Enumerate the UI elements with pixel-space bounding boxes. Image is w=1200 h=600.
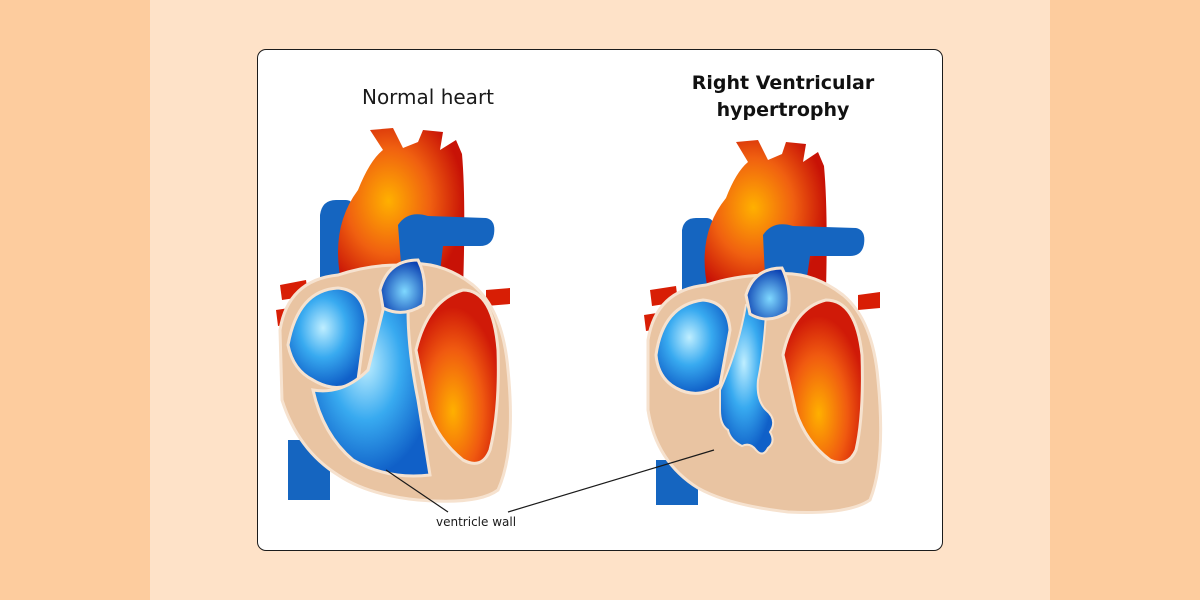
left-ventricle — [414, 288, 500, 465]
ventricle-wall-label: ventricle wall — [436, 515, 517, 529]
rvh-heart — [507, 140, 883, 514]
left-atrium-pocket-rvh — [744, 266, 791, 321]
rvh-title: Right Ventricular hypertrophy — [678, 70, 888, 124]
pointer-line-rvh — [507, 449, 715, 513]
pointer-line-normal — [385, 469, 449, 513]
left-atrium-pocket — [378, 258, 427, 314]
right-atrium-rvh — [654, 298, 732, 395]
pulmonary-vein-right — [486, 288, 510, 306]
diagram-card: Normal heart Right Ventricular hypertrop… — [258, 50, 942, 550]
rvh-title-line2: hypertrophy — [716, 99, 850, 121]
left-margin-band — [0, 0, 150, 600]
normal-heart — [276, 128, 512, 513]
heart-illustration — [276, 128, 883, 514]
right-atrium — [286, 286, 368, 389]
pulmonary-vein-right-rvh — [858, 292, 880, 310]
right-margin-band — [1050, 0, 1200, 600]
superior-vena-cava-rvh — [682, 218, 714, 300]
normal-heart-title: Normal heart — [361, 85, 495, 109]
right-ventricle — [311, 287, 432, 478]
rvh-title-line1: Right Ventricular — [691, 72, 875, 94]
left-ventricle-rvh — [781, 298, 864, 464]
